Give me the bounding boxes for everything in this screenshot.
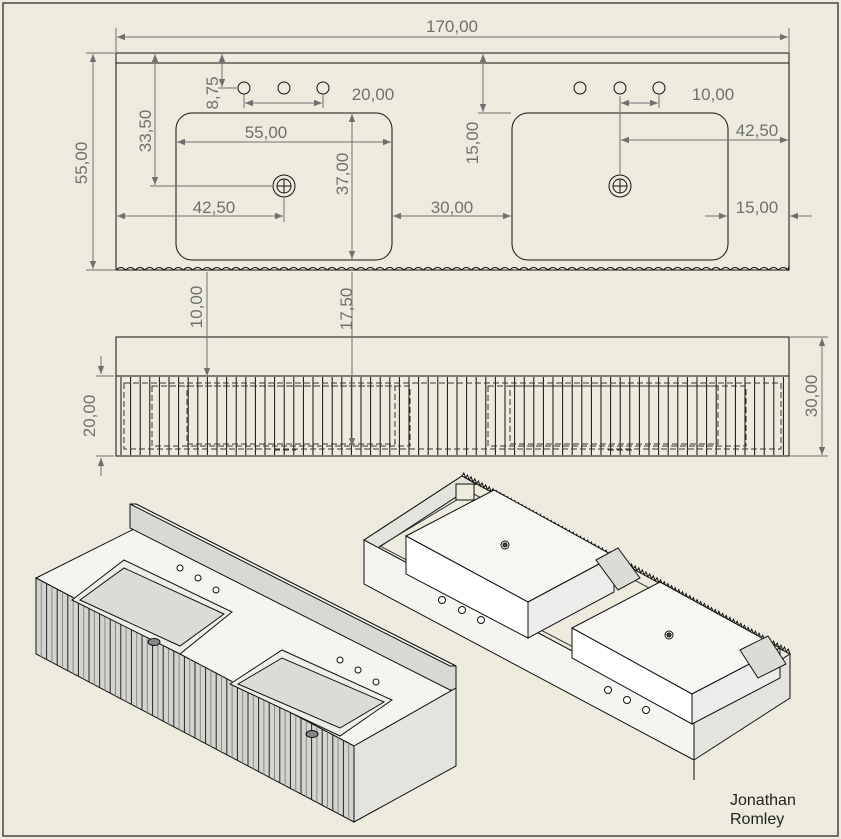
drain-right (608, 174, 632, 198)
dim-gap-between-basins: 30,00 (431, 198, 474, 217)
dim-basin-height: 17,50 (337, 288, 356, 331)
dim-edge-margin-right: 15,00 (736, 198, 779, 217)
dim-basin-setback-right: 15,00 (463, 122, 482, 165)
drain-left (272, 174, 296, 198)
hidden-basin-lines (123, 382, 782, 451)
tap-hole-right-1 (573, 81, 587, 95)
dim-basin-width: 55,00 (245, 123, 288, 142)
dim-basin-setback: 33,50 (136, 110, 155, 153)
iso-left-drain-1 (147, 638, 161, 646)
dim-fluted-height: 20,00 (80, 395, 99, 438)
front-flutes (120, 377, 784, 455)
fluted-front-edge (115, 267, 790, 272)
iso-left-drain-2 (305, 730, 319, 738)
dim-top-thickness: 10,00 (187, 286, 206, 329)
dim-overall-width: 170,00 (426, 17, 478, 36)
front-fluted-panel (115, 375, 790, 457)
front-top-slab (115, 336, 790, 377)
dim-tap-spacing-right: 10,00 (692, 85, 735, 104)
tap-hole-left-2 (277, 81, 291, 95)
author-last-name: Romley (730, 811, 784, 828)
dim-basin-depth: 37,00 (333, 153, 352, 196)
iso-left-flutes (40, 580, 350, 820)
author-first-name: Jonathan (730, 792, 796, 809)
dim-drain-offset-left: 42,50 (193, 198, 236, 217)
isometric-view-front (34, 503, 458, 823)
tap-hole-right-2 (613, 81, 627, 95)
dim-tap-hole-offset: 8,75 (203, 76, 222, 109)
front-view (115, 336, 790, 457)
dim-total-height: 30,00 (802, 375, 821, 418)
top-view-dimensions (86, 28, 812, 271)
isometric-view-underside (363, 471, 791, 780)
dim-tap-spacing-left: 20,00 (352, 85, 395, 104)
dim-overall-depth: 55,00 (72, 142, 91, 185)
dim-drain-offset-right: 42,50 (736, 121, 779, 140)
front-view-dimensions (96, 272, 828, 476)
